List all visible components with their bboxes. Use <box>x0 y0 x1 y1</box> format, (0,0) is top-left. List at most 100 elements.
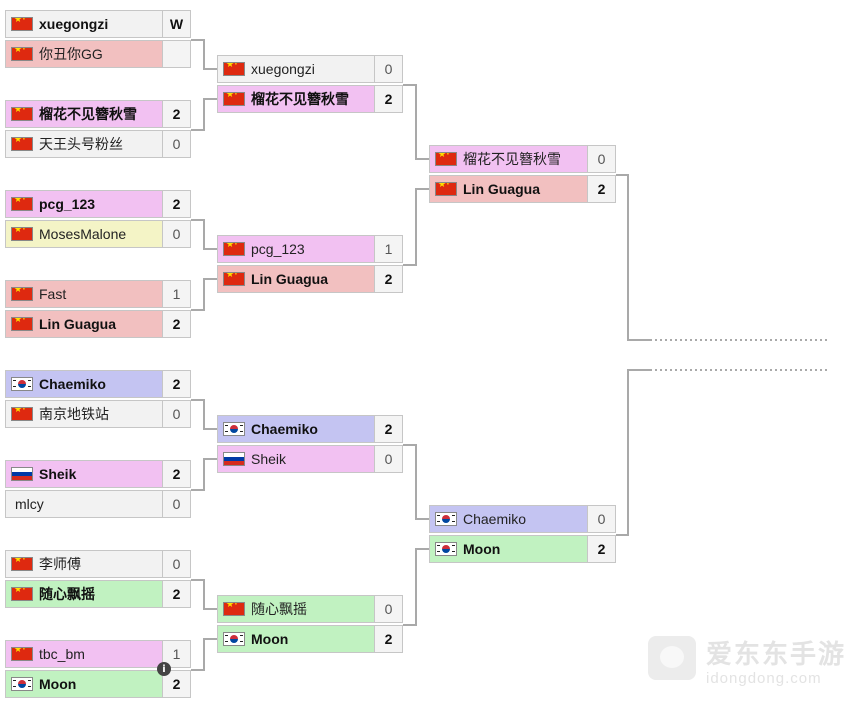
watermark-logo-icon <box>648 636 696 680</box>
player-name: 榴花不见簪秋雪 <box>39 106 137 122</box>
player-name: xuegongzi <box>39 16 109 32</box>
team-name-cell: Moon <box>430 536 587 562</box>
player-name: Lin Guagua <box>463 181 540 197</box>
score-cell: 2 <box>162 371 190 397</box>
player-name: Lin Guagua <box>39 316 116 332</box>
team-name-cell: 榴花不见簪秋雪 <box>430 146 587 172</box>
china-flag-icon <box>11 17 33 31</box>
player-name: pcg_123 <box>251 241 305 257</box>
china-flag-icon <box>11 47 33 61</box>
korea-flag-icon <box>223 632 245 646</box>
team-name-cell: 南京地铁站 <box>6 401 162 427</box>
score-cell: 2 <box>587 176 615 202</box>
match-row[interactable]: Lin Guagua 2 <box>429 175 616 203</box>
info-icon[interactable]: i <box>157 662 171 676</box>
bracket-connector <box>191 579 217 610</box>
score-cell: 1 <box>374 236 402 262</box>
score-cell: 0 <box>162 491 190 517</box>
score-cell: 2 <box>374 626 402 652</box>
score-cell: 2 <box>162 101 190 127</box>
bracket-connector <box>191 399 217 430</box>
player-name: Moon <box>463 541 501 557</box>
match-row[interactable]: 你丑你GG <box>5 40 191 68</box>
match-row[interactable]: Fast 1 <box>5 280 191 308</box>
score-cell: 2 <box>374 86 402 112</box>
match-row[interactable]: 随心飘摇 2 <box>5 580 191 608</box>
score-cell: 1 <box>162 281 190 307</box>
bracket-connector <box>191 98 217 131</box>
team-name-cell: mlcy <box>6 491 162 517</box>
team-name-cell: Fast <box>6 281 162 307</box>
bracket-connector <box>403 188 429 266</box>
player-name: tbc_bm <box>39 646 85 662</box>
match-row[interactable]: pcg_123 1 <box>217 235 403 263</box>
score-cell: 2 <box>162 311 190 337</box>
bracket-connector <box>191 458 217 491</box>
player-name: Fast <box>39 286 67 302</box>
player-name: Sheik <box>251 451 287 467</box>
match-row[interactable]: 天王头号粉丝 0 <box>5 130 191 158</box>
korea-flag-icon <box>223 422 245 436</box>
china-flag-icon <box>223 242 245 256</box>
team-name-cell: Chaemiko <box>218 416 374 442</box>
score-cell: 0 <box>162 131 190 157</box>
score-cell: 0 <box>587 506 615 532</box>
match-row[interactable]: 榴花不见簪秋雪 2 <box>217 85 403 113</box>
china-flag-icon <box>11 407 33 421</box>
team-name-cell: Lin Guagua <box>218 266 374 292</box>
team-name-cell: 榴花不见簪秋雪 <box>218 86 374 112</box>
russia-flag-icon <box>11 467 33 481</box>
russia-flag-icon <box>223 452 245 466</box>
match-row[interactable]: 榴花不见簪秋雪 2 <box>5 100 191 128</box>
team-name-cell: Moon <box>6 671 162 697</box>
player-name: 你丑你GG <box>39 46 103 62</box>
korea-flag-icon <box>435 542 457 556</box>
china-flag-icon <box>223 272 245 286</box>
match-row[interactable]: Sheik 0 <box>217 445 403 473</box>
player-name: xuegongzi <box>251 61 315 77</box>
score-cell: 0 <box>374 446 402 472</box>
bracket-connector <box>403 548 429 626</box>
score-cell: 2 <box>162 581 190 607</box>
watermark-url: idongdong.com <box>706 670 822 687</box>
bracket-connector <box>191 39 217 70</box>
team-name-cell: MosesMalone <box>6 221 162 247</box>
score-cell: 0 <box>162 401 190 427</box>
score-cell: 2 <box>374 416 402 442</box>
bracket-connector <box>616 369 650 536</box>
bracket-connector <box>191 638 217 671</box>
match-row[interactable]: Lin Guagua 2 <box>5 310 191 338</box>
china-flag-icon <box>11 227 33 241</box>
team-name-cell: 天王头号粉丝 <box>6 131 162 157</box>
player-name: Moon <box>39 676 77 692</box>
bracket-connector <box>616 174 650 341</box>
score-cell: 0 <box>587 146 615 172</box>
team-name-cell: xuegongzi <box>6 11 162 37</box>
score-cell: 2 <box>374 266 402 292</box>
bracket-connector <box>191 219 217 250</box>
player-name: 随心飘摇 <box>39 586 95 602</box>
bracket-connector <box>191 278 217 311</box>
team-name-cell: Sheik <box>218 446 374 472</box>
player-name: 榴花不见簪秋雪 <box>251 91 349 107</box>
china-flag-icon <box>11 287 33 301</box>
score-cell: 0 <box>374 596 402 622</box>
player-name: 天王头号粉丝 <box>39 136 123 152</box>
